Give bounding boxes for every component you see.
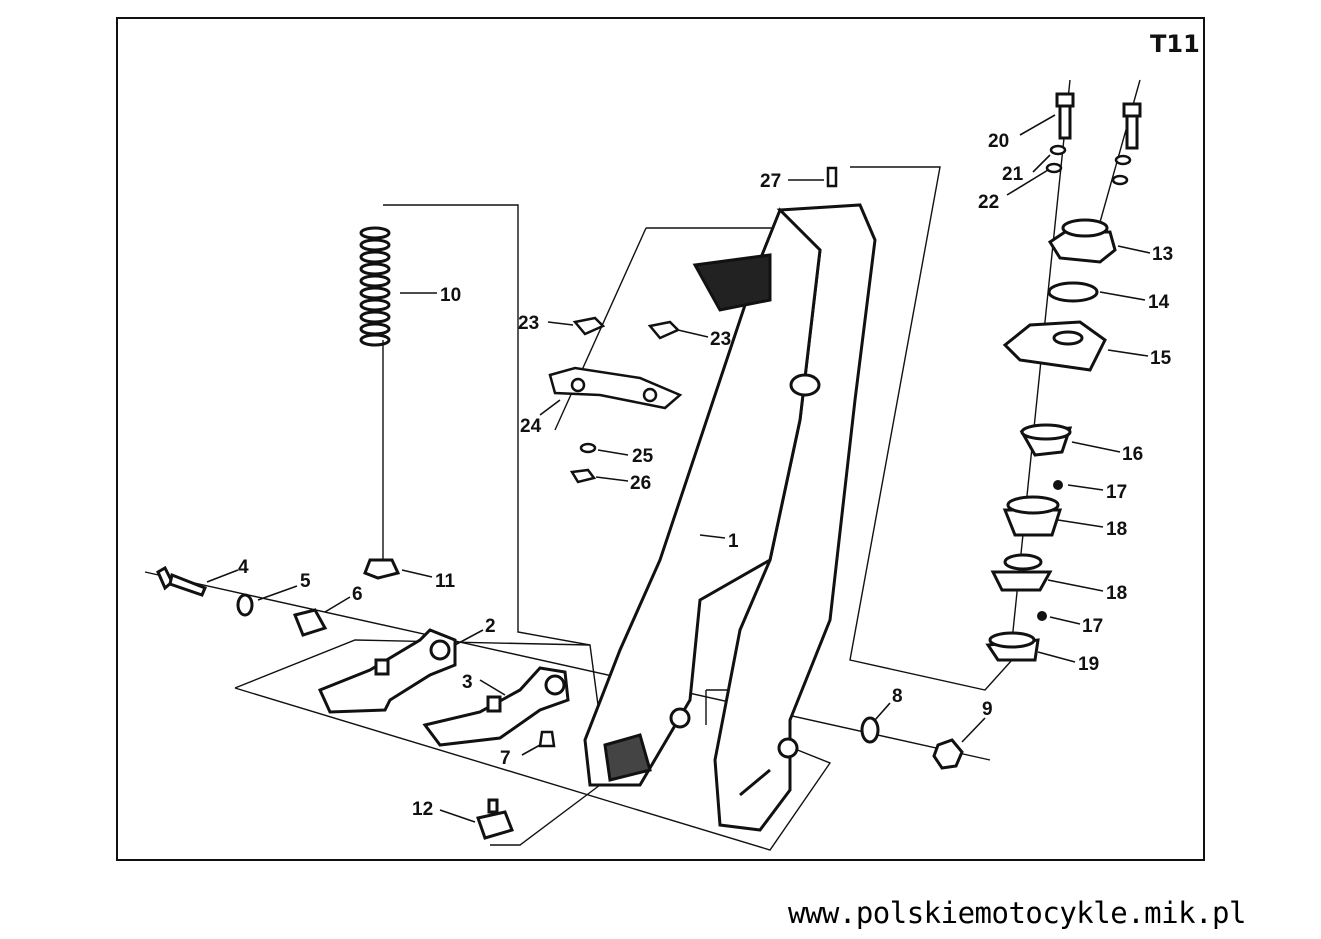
cone-part-16 [1019, 423, 1073, 457]
callout-16: 16 [1122, 444, 1143, 465]
cup-part-18b [990, 553, 1053, 592]
cup-part-11 [363, 558, 401, 580]
callout-17a: 17 [1106, 482, 1127, 503]
plate-part-15 [1002, 320, 1107, 372]
bolt-part-4 [156, 565, 207, 597]
nut-part-23a [572, 316, 606, 336]
washer-part-14 [1047, 281, 1099, 303]
ball-part-17b [1037, 611, 1047, 621]
washer-part-22b [1111, 174, 1129, 186]
cone-part-19 [985, 631, 1040, 662]
leader-lines [206, 114, 1151, 823]
callout-1: 1 [728, 531, 739, 552]
washer-part-21 [1049, 144, 1067, 156]
callout-27: 27 [760, 171, 781, 192]
callout-13: 13 [1152, 244, 1173, 265]
washer-part-5 [236, 593, 254, 617]
bolt-part-20 [1055, 92, 1075, 140]
callout-23b: 23 [710, 329, 731, 350]
callout-15: 15 [1150, 348, 1172, 369]
callout-8: 8 [892, 686, 903, 707]
bolt-part-20b [1122, 102, 1142, 150]
spring-part-10 [359, 226, 391, 347]
callout-2: 2 [485, 616, 496, 637]
callout-26: 26 [630, 473, 651, 494]
callout-22: 22 [978, 192, 999, 213]
washer-part-22 [1045, 162, 1063, 174]
callout-12: 12 [412, 799, 433, 820]
callout-5: 5 [300, 571, 311, 592]
page-border [116, 17, 1205, 861]
callout-6: 6 [352, 584, 363, 605]
website-watermark: www.polskiemotocykle.mik.pl [788, 896, 1246, 930]
callout-18a: 18 [1106, 519, 1127, 540]
callout-19: 19 [1078, 654, 1099, 675]
callout-11: 11 [435, 571, 456, 592]
bolt-part-27 [826, 166, 838, 188]
callout-18b: 18 [1106, 583, 1127, 604]
spacer-part-6 [292, 608, 328, 637]
callout-10: 10 [440, 285, 461, 306]
nut-part-23b [647, 320, 681, 340]
callout-20: 20 [988, 131, 1009, 152]
swing-arm-part-2 [317, 628, 457, 714]
washer-part-25 [579, 442, 597, 454]
callout-25: 25 [632, 446, 654, 467]
ball-part-17a [1053, 480, 1063, 490]
callout-23a: 23 [518, 313, 539, 334]
grease-nipple-part-7 [538, 730, 556, 748]
bumper-part-12 [476, 798, 514, 840]
washer-part-8 [860, 716, 880, 744]
callout-17b: 17 [1082, 616, 1103, 637]
bracket-part-24 [548, 366, 683, 410]
callout-7: 7 [500, 748, 511, 769]
callout-labels: 1 2 3 4 5 6 7 8 9 10 11 12 13 14 15 16 1… [238, 131, 1173, 820]
callout-24: 24 [520, 416, 542, 437]
callout-3: 3 [462, 672, 473, 693]
swing-arm-part-3 [422, 666, 570, 747]
plate-label: T11 [1150, 30, 1200, 58]
callout-4: 4 [238, 557, 249, 578]
callout-21: 21 [1002, 164, 1024, 185]
callout-14: 14 [1148, 292, 1170, 313]
nut-part-9 [932, 738, 964, 770]
nut-part-26 [569, 468, 597, 484]
cup-part-18a [1002, 495, 1063, 537]
washer-part-21b [1114, 154, 1132, 166]
callout-9: 9 [982, 699, 993, 720]
nut-part-13 [1047, 218, 1117, 264]
fork-frame-part-1 [583, 203, 877, 832]
